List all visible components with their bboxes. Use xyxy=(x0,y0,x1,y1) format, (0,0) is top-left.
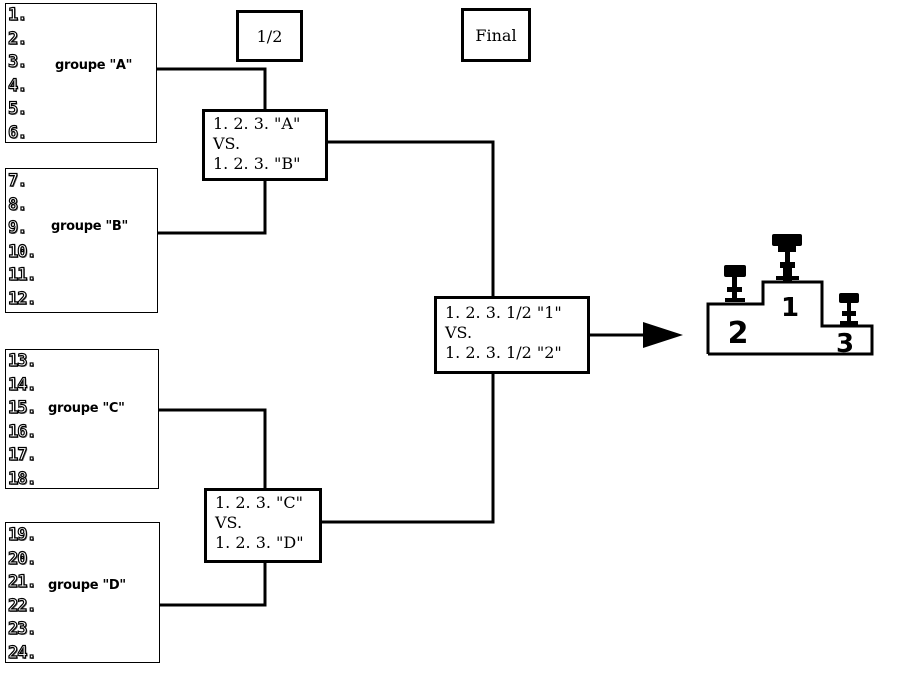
group-d-box: 19. 20. 21. 22. 23. 24. groupe "D" xyxy=(5,522,160,663)
line-groupD xyxy=(158,563,267,607)
group-b-positions: 7. 8. 9. 10. 11. 12. xyxy=(7,170,37,311)
semifinal-1-box: 1. 2. 3. "A" VS. 1. 2. 3. "B" xyxy=(202,109,328,181)
position: 8. xyxy=(7,194,28,215)
podium-third-label: 3 xyxy=(836,329,854,359)
position: 9. xyxy=(7,217,28,238)
final-team1: 1. 2. 3. 1/2 "1" xyxy=(445,303,562,322)
semifinal-2-box: 1. 2. 3. "C" VS. 1. 2. 3. "D" xyxy=(204,488,322,563)
group-b-box: 7. 8. 9. 10. 11. 12. groupe "B" xyxy=(5,168,158,313)
group-a-name: groupe "A" xyxy=(55,58,133,73)
position: 20. xyxy=(7,548,37,569)
position: 18. xyxy=(7,468,37,489)
position: 5. xyxy=(7,98,28,119)
group-b-name: groupe "B" xyxy=(51,219,129,234)
group-a-box: 1. 2. 3. 4. 5. 6. groupe "A" xyxy=(5,3,157,143)
group-d-positions: 19. 20. 21. 22. 23. 24. xyxy=(7,524,37,665)
position: 19. xyxy=(7,524,37,545)
trophy-second-icon xyxy=(724,265,746,302)
final-box: 1. 2. 3. 1/2 "1" VS. 1. 2. 3. 1/2 "2" xyxy=(434,296,590,374)
position: 3. xyxy=(7,51,28,72)
group-a-positions: 1. 2. 3. 4. 5. 6. xyxy=(7,4,28,145)
final-vs: VS. xyxy=(445,323,473,342)
position: 7. xyxy=(7,170,28,191)
line-groupA xyxy=(157,67,267,110)
semifinal-1-vs: VS. xyxy=(213,134,241,153)
position: 11. xyxy=(7,264,37,285)
position: 14. xyxy=(7,374,37,395)
line-groupC xyxy=(158,408,267,490)
trophy-third-icon xyxy=(839,293,859,325)
position: 10. xyxy=(7,241,37,262)
position: 15. xyxy=(7,397,37,418)
semifinal-1-team1: 1. 2. 3. "A" xyxy=(213,114,301,133)
semifinal-2-vs: VS. xyxy=(215,513,243,532)
line-semi2-final xyxy=(322,373,495,524)
line-groupB xyxy=(158,180,267,235)
podium-icon: 1 2 3 xyxy=(706,234,874,359)
position: 12. xyxy=(7,288,37,309)
trophy-first-icon xyxy=(772,234,802,282)
final-header: Final xyxy=(461,8,531,62)
group-c-box: 13. 14. 15. 16. 17. 18. groupe "C" xyxy=(5,349,159,489)
position: 6. xyxy=(7,122,28,143)
position: 24. xyxy=(7,642,37,663)
podium-second-label: 2 xyxy=(728,316,749,351)
position: 22. xyxy=(7,595,37,616)
semifinal-2-team2: 1. 2. 3. "D" xyxy=(215,533,304,552)
semifinal-header: 1/2 xyxy=(236,10,303,62)
semifinal-1-team2: 1. 2. 3. "B" xyxy=(213,154,301,173)
line-semi1-final xyxy=(326,140,495,297)
position: 21. xyxy=(7,571,37,592)
group-d-name: groupe "D" xyxy=(48,578,126,593)
position: 1. xyxy=(7,4,28,25)
position: 16. xyxy=(7,421,37,442)
position: 17. xyxy=(7,444,37,465)
group-c-name: groupe "C" xyxy=(48,401,125,416)
semifinal-2-team1: 1. 2. 3. "C" xyxy=(215,493,304,512)
final-team2: 1. 2. 3. 1/2 "2" xyxy=(445,343,562,362)
position: 13. xyxy=(7,350,37,371)
podium-first-label: 1 xyxy=(781,293,799,323)
position: 2. xyxy=(7,28,28,49)
position: 23. xyxy=(7,618,37,639)
group-c-positions: 13. 14. 15. 16. 17. 18. xyxy=(7,350,37,491)
position: 4. xyxy=(7,75,28,96)
arrow-icon xyxy=(643,322,683,348)
